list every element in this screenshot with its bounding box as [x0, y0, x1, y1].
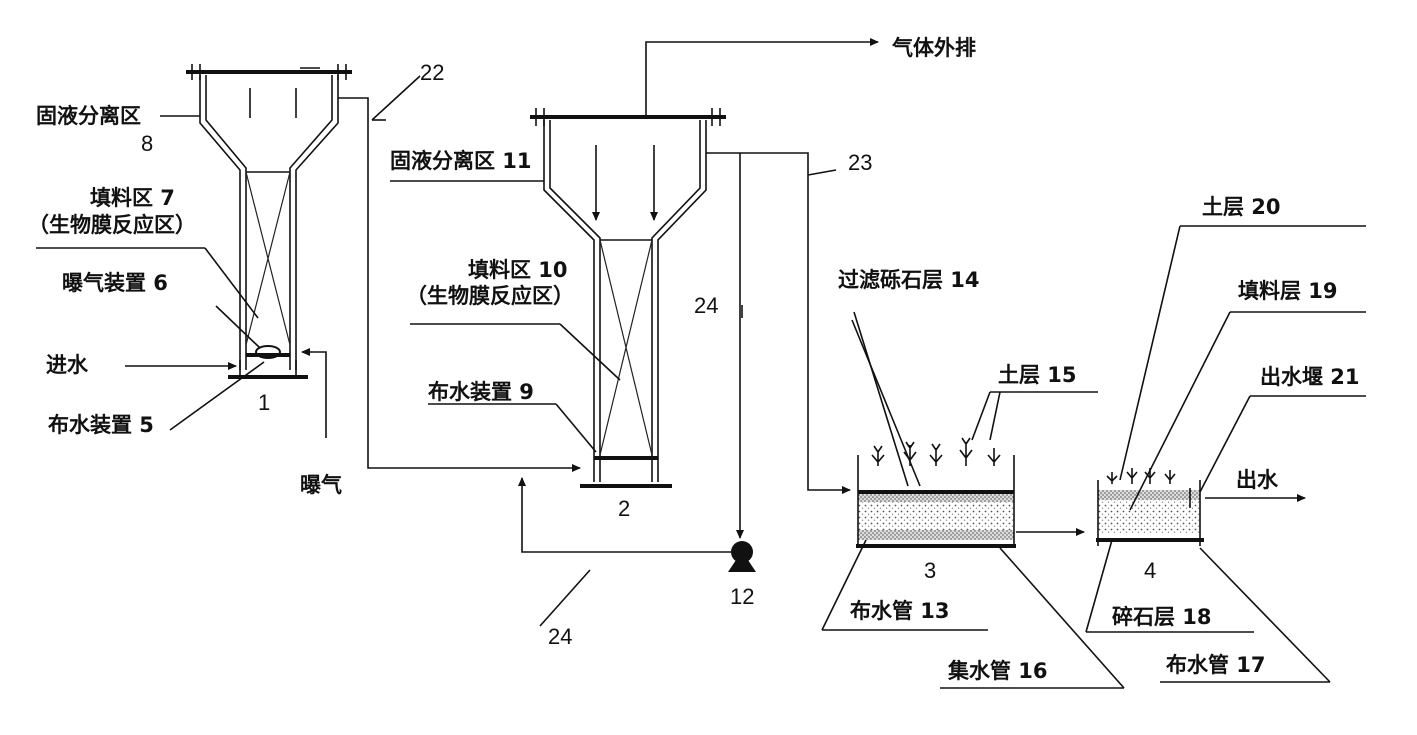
- label-distributor-5: 布水装置 5: [48, 413, 154, 437]
- label-water-in: 进水: [46, 353, 89, 377]
- label-packing-7: 填料区 7: [90, 186, 175, 210]
- reactor-1: [186, 64, 352, 379]
- label-weir-21: 出水堰 21: [1260, 365, 1360, 389]
- label-pipe-23: 23: [848, 150, 872, 175]
- label-reactor-1: 1: [258, 390, 270, 415]
- label-aeration: 曝气: [300, 473, 342, 497]
- label-pipe-22: 22: [420, 60, 444, 85]
- reactor-2: [530, 108, 726, 488]
- label-soil-15: 土层 15: [998, 363, 1077, 387]
- pipe-23: [706, 152, 851, 494]
- label-collect-pipe-16: 集水管 16: [947, 659, 1048, 683]
- label-biofilm-7: （生物膜反应区）: [28, 213, 196, 237]
- label-packing-19: 填料层 19: [1238, 279, 1338, 303]
- label-gas-out: 气体外排: [891, 36, 976, 60]
- label-pipe-24-bottom: 24: [548, 624, 572, 649]
- label-solid-liquid-8: 固液分离区: [36, 104, 141, 128]
- label-dist-pipe-17: 布水管 17: [1166, 653, 1266, 677]
- unit-3-wetland: [856, 437, 1016, 548]
- label-biofilm-10: （生物膜反应区）: [406, 284, 574, 308]
- unit-4-wetland: [1096, 468, 1204, 546]
- label-gravel-14: 过滤砾石层 14: [838, 268, 980, 292]
- label-packing-10: 填料区 10: [468, 258, 568, 282]
- label-dist-pipe-13: 布水管 13: [850, 599, 950, 623]
- label-gravel-18: 碎石层 18: [1112, 605, 1212, 629]
- label-solid-liquid-11: 固液分离区 11: [390, 149, 532, 173]
- aeration-pipe: [301, 348, 327, 438]
- label-unit-3: 3: [924, 558, 936, 583]
- label-pump-12: 12: [730, 584, 754, 609]
- label-distributor-9: 布水装置 9: [428, 380, 534, 404]
- gas-out-pipe: [645, 38, 879, 117]
- label-aerator-6: 曝气装置 6: [62, 271, 168, 295]
- label-pipe-24-top: 24: [694, 293, 718, 318]
- pump-12-icon: [728, 541, 756, 572]
- label-soil-20: 土层 20: [1202, 195, 1281, 219]
- label-reactor-2: 2: [618, 496, 630, 521]
- label-num-8: 8: [141, 131, 153, 156]
- label-unit-4: 4: [1144, 558, 1156, 583]
- pipe-22: [338, 97, 581, 472]
- pipe-24-return: [518, 477, 732, 553]
- leader-lines: [36, 67, 1366, 689]
- label-water-out: 出水: [1236, 468, 1279, 492]
